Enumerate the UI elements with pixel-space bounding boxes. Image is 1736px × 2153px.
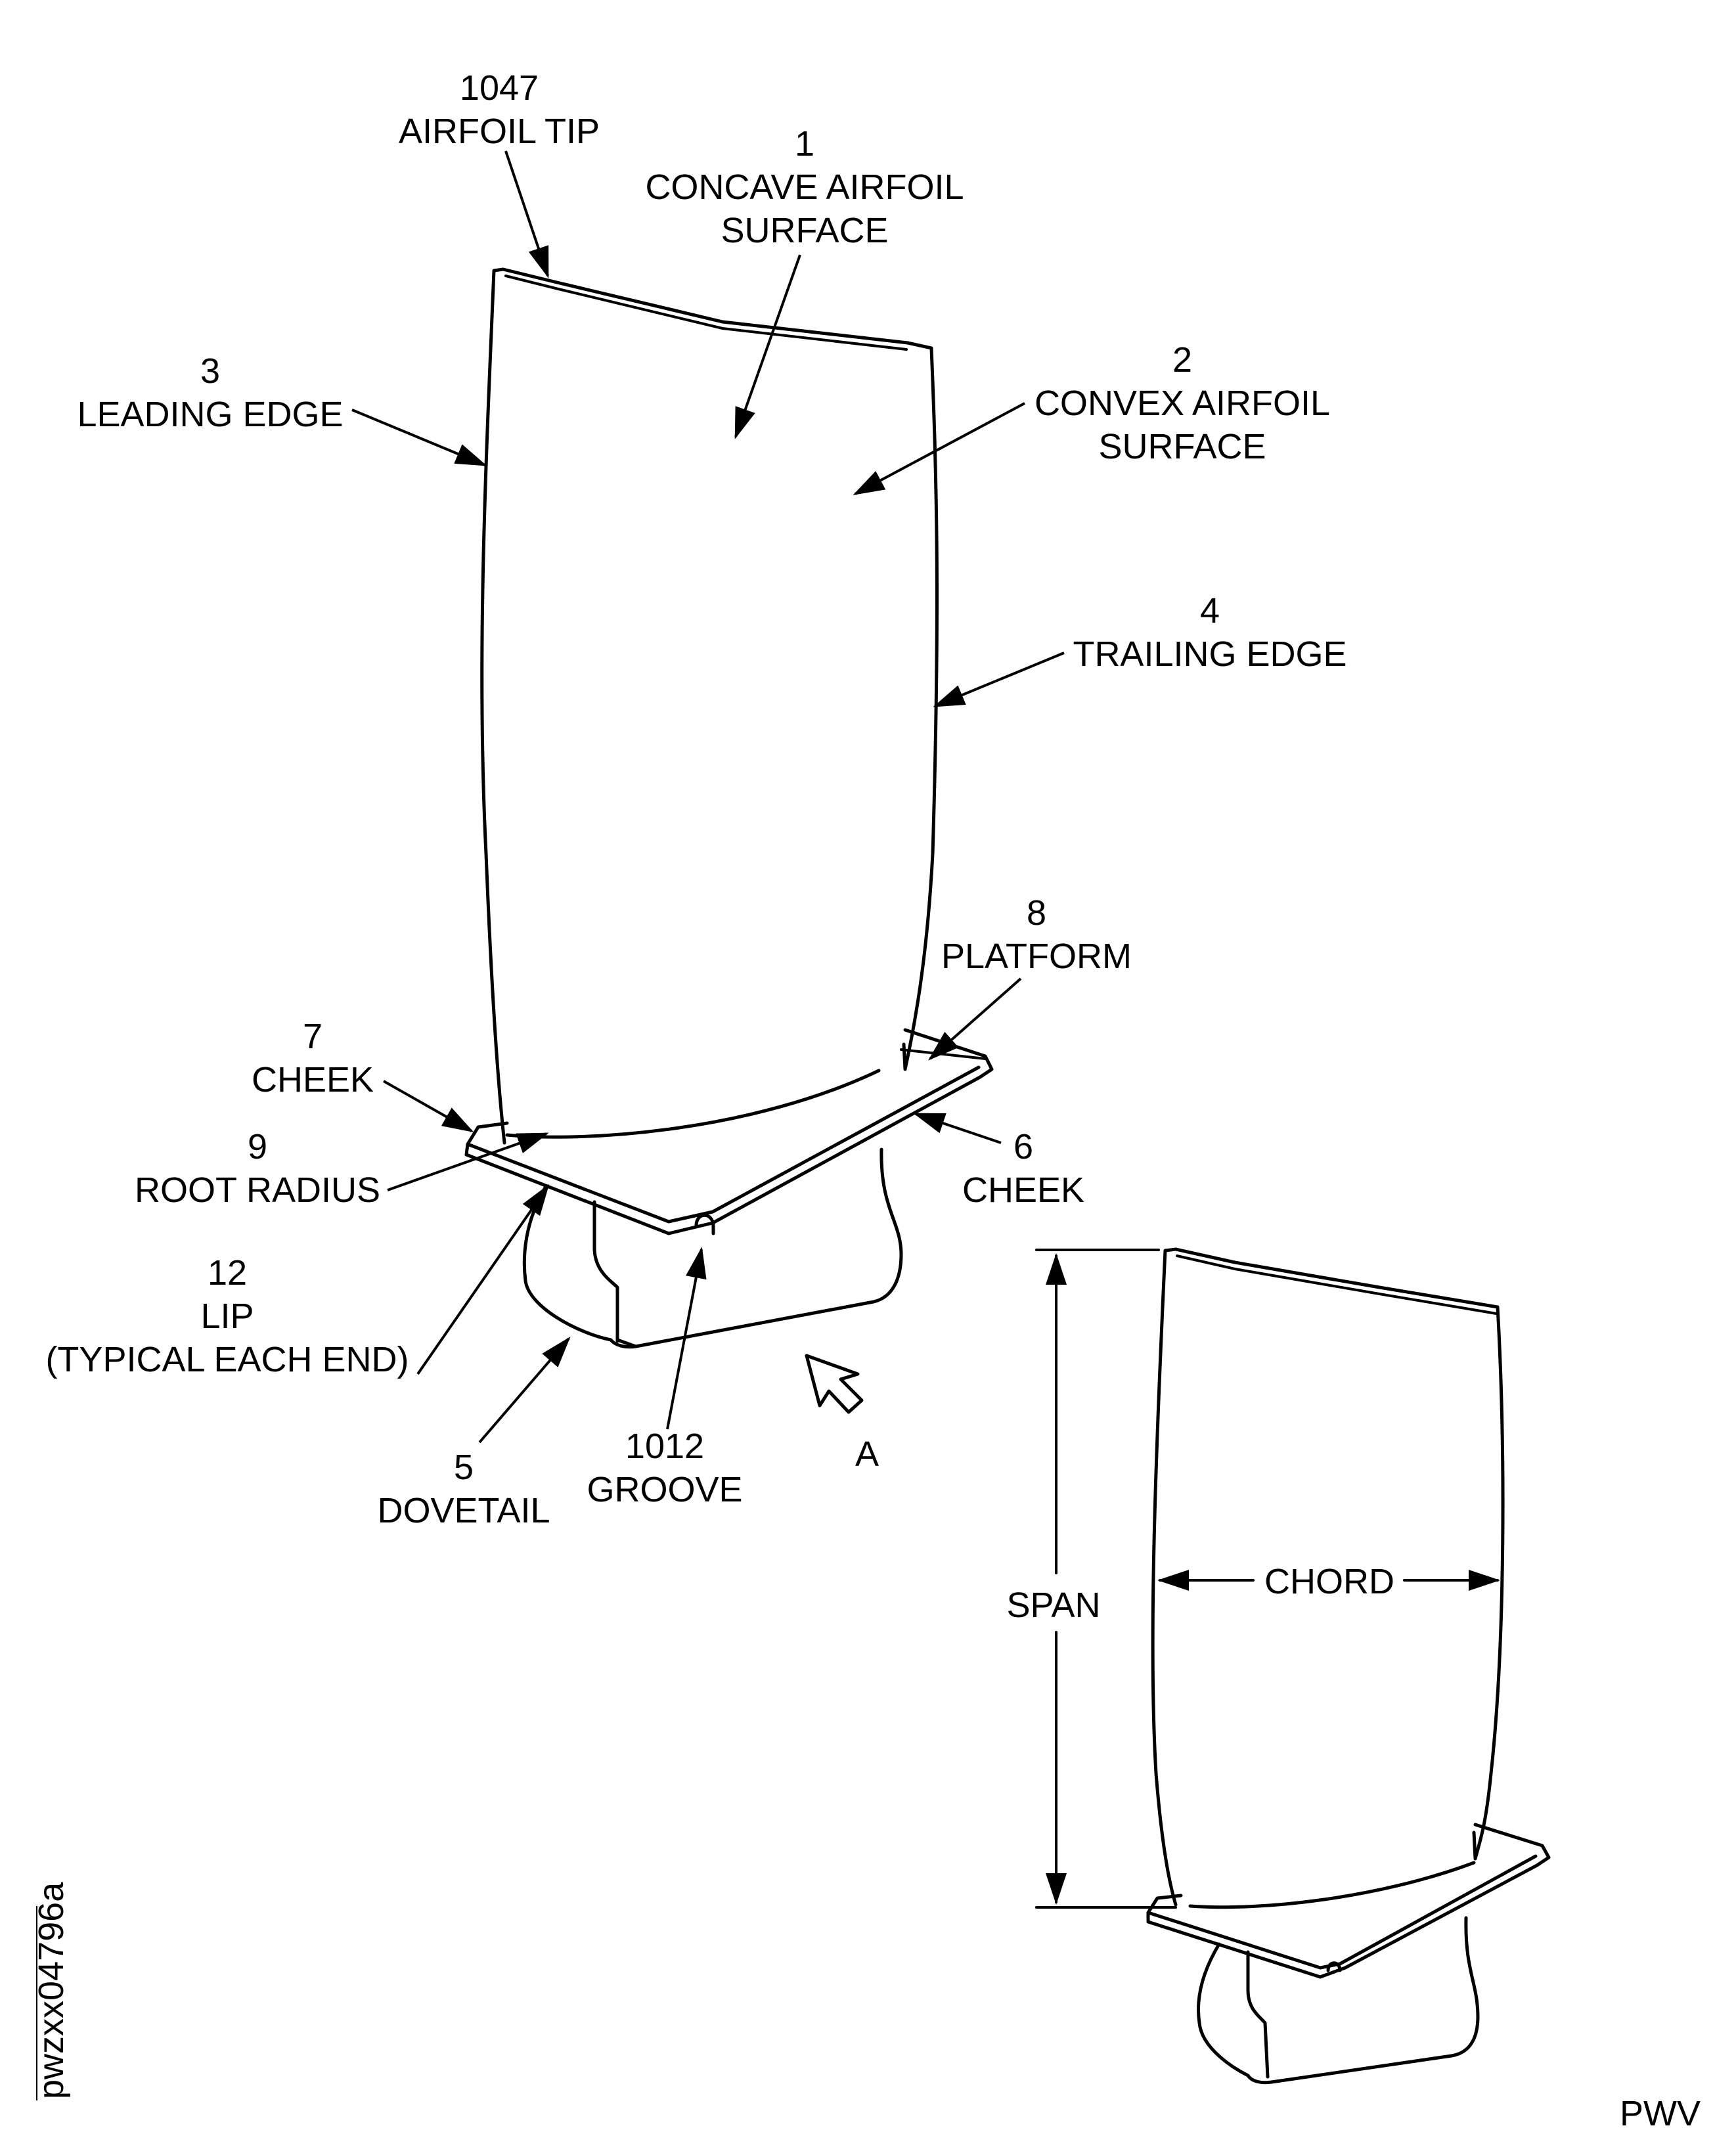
- leader-convex-surface: [853, 402, 1025, 495]
- main-blade: [464, 267, 994, 1349]
- callout-lip: 12 LIP (TYPICAL EACH END): [45, 1253, 409, 1379]
- view-label-a: A: [855, 1434, 879, 1474]
- callout-text: LIP: [200, 1297, 254, 1336]
- leader-airfoil-tip: [504, 150, 549, 278]
- leader-platform: [928, 977, 1022, 1061]
- footer-code: PWV: [1620, 2094, 1701, 2133]
- callout-number: 6: [1013, 1127, 1033, 1166]
- dimension-blade: [1146, 1247, 1551, 2085]
- span-label: SPAN: [1006, 1586, 1100, 1625]
- callout-root-radius: 9 ROOT RADIUS: [135, 1127, 380, 1210]
- callout-convex-surface: 2 CONVEX AIRFOIL SURFACE: [1035, 340, 1330, 466]
- callout-cheek-right: 6 CHEEK: [962, 1127, 1084, 1210]
- callout-number: 12: [208, 1253, 247, 1293]
- callout-dovetail: 5 DOVETAIL: [377, 1448, 550, 1530]
- view-arrow-a-icon: [805, 1354, 864, 1414]
- callout-trailing-edge: 4 TRAILING EDGE: [1073, 591, 1347, 674]
- dimension-platform: [1146, 1823, 1551, 1979]
- figure-id-text: pwzxx04796a: [32, 1882, 71, 2099]
- callout-number: 9: [248, 1127, 267, 1166]
- chord-label: CHORD: [1264, 1562, 1394, 1601]
- leader-cheek-right: [913, 1113, 1002, 1144]
- airfoil-outline: [480, 267, 939, 1145]
- dimension-root-fillet: [1188, 1861, 1476, 1909]
- callout-number: 7: [303, 1017, 323, 1056]
- callout-text: SURFACE: [1098, 427, 1266, 466]
- dimension-groove-notch: [1326, 1961, 1342, 1972]
- callout-text: CONCAVE AIRFOIL: [645, 167, 964, 207]
- callout-platform: 8 PLATFORM: [941, 893, 1132, 976]
- callout-number: 1: [795, 124, 814, 164]
- callout-number: 4: [1200, 591, 1220, 631]
- leader-trailing-edge: [933, 652, 1065, 707]
- leader-groove: [666, 1247, 707, 1430]
- platform-outline: [464, 1028, 994, 1235]
- dimension-dovetail: [1196, 1916, 1480, 2085]
- callout-text: CHEEK: [252, 1060, 374, 1099]
- callout-labels: 1047 AIRFOIL TIP 1 CONCAVE AIRFOIL SURFA…: [45, 68, 1347, 1530]
- callout-cheek-left: 7 CHEEK: [252, 1017, 374, 1099]
- callout-leading-edge: 3 LEADING EDGE: [77, 351, 343, 434]
- root-fillet: [505, 1069, 881, 1139]
- callout-text: AIRFOIL TIP: [399, 112, 600, 151]
- chord-dimension: CHORD: [1157, 1562, 1500, 1601]
- leader-lines: [351, 150, 1065, 1444]
- dimension-tip-edge: [1176, 1254, 1498, 1315]
- callout-number: 3: [200, 351, 220, 391]
- callout-number: 2: [1172, 340, 1192, 380]
- leader-lip: [416, 1184, 550, 1375]
- callout-text: GROOVE: [587, 1470, 742, 1509]
- callout-text: PLATFORM: [941, 937, 1132, 976]
- callout-text: SURFACE: [721, 211, 888, 250]
- callout-groove: 1012 GROOVE: [587, 1427, 742, 1509]
- figure-id: pwzxx04796a: [32, 1882, 71, 2100]
- leader-leading-edge: [351, 409, 487, 466]
- groove-notch: [694, 1213, 715, 1235]
- callout-text: TRAILING EDGE: [1073, 634, 1347, 674]
- callout-concave-surface: 1 CONCAVE AIRFOIL SURFACE: [645, 124, 964, 250]
- span-dimension: SPAN: [1006, 1249, 1177, 1909]
- callout-text: CHEEK: [962, 1170, 1084, 1210]
- leader-dovetail: [478, 1336, 571, 1444]
- leader-root-radius: [387, 1132, 549, 1191]
- callout-text: CONVEX AIRFOIL: [1035, 384, 1330, 423]
- callout-number: 1047: [460, 68, 539, 108]
- callout-text: ROOT RADIUS: [135, 1170, 380, 1210]
- leader-cheek-left: [383, 1080, 474, 1132]
- airfoil-tip-edge: [504, 275, 908, 351]
- callout-number: 5: [454, 1448, 474, 1487]
- callout-text: DOVETAIL: [377, 1491, 550, 1530]
- callout-text: LEADING EDGE: [77, 395, 343, 434]
- callout-airfoil-tip: 1047 AIRFOIL TIP: [399, 68, 600, 151]
- callout-number: 1012: [625, 1427, 704, 1466]
- callout-number: 8: [1027, 893, 1046, 933]
- dovetail-outline: [522, 1147, 903, 1349]
- callout-text: (TYPICAL EACH END): [45, 1340, 409, 1379]
- leader-concave-surface: [734, 254, 801, 439]
